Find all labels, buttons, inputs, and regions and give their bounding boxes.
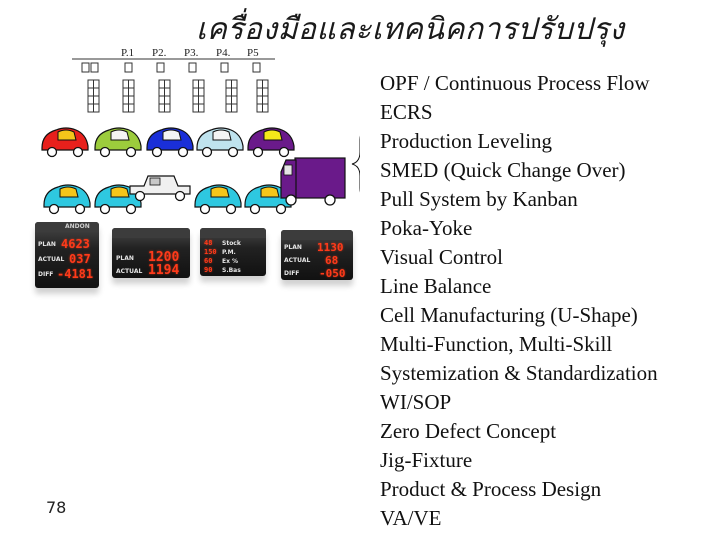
technique-item: OPF / Continuous Process Flow xyxy=(380,71,650,95)
production-line-illustration xyxy=(41,58,360,215)
car-icon xyxy=(43,184,91,215)
andon-row-label: Ex % xyxy=(222,258,239,265)
rack-grid-icon xyxy=(225,79,238,113)
station-icon xyxy=(188,62,197,73)
technique-item: Pull System by Kanban xyxy=(380,187,578,211)
andon-row-value: -050 xyxy=(319,267,346,280)
rack-grid-icon xyxy=(192,79,205,113)
andon-row-value: 90 xyxy=(204,266,213,274)
andon-row-value: 150 xyxy=(204,248,217,256)
process-label-p5: P5 xyxy=(247,47,259,59)
andon-board-2: PLAN 1200 ACTUAL 1194 xyxy=(112,228,190,278)
andon-row-label: P.M. xyxy=(222,249,236,256)
car-icon xyxy=(244,184,292,215)
process-stations xyxy=(81,62,269,113)
andon-board-3: Stock 48 P.M. 150 Ex % 60 S.Bas 90 xyxy=(200,228,266,276)
andon-row-value: 037 xyxy=(69,252,91,266)
technique-item: VA/VE xyxy=(380,506,442,530)
technique-item: Zero Defect Concept xyxy=(380,419,557,443)
andon-board-4: PLAN 1130 ACTUAL 68 DIFF -050 xyxy=(281,230,353,280)
andon-row-value: 1200 xyxy=(148,250,180,265)
andon-row-label: PLAN xyxy=(284,244,302,251)
rack-grid-icon xyxy=(256,79,269,113)
brace-icon xyxy=(351,135,360,193)
technique-item: Multi-Function, Multi-Skill xyxy=(380,332,613,356)
andon-board-header-text: ANDON xyxy=(65,223,90,230)
andon-row-value: 4623 xyxy=(61,237,90,251)
technique-item: SMED (Quick Change Over) xyxy=(380,158,626,182)
technique-item: Jig-Fixture xyxy=(380,448,473,472)
car-icon xyxy=(41,127,89,158)
technique-item: Cell Manufacturing (U-Shape) xyxy=(380,303,638,327)
technique-item: Visual Control xyxy=(380,245,503,269)
station-box-icon xyxy=(81,62,90,73)
andon-board-header xyxy=(35,222,99,232)
technique-item: ECRS xyxy=(380,100,433,124)
truck-illustration xyxy=(280,157,346,206)
slide-title: เครื่องมือและเทคนิคการปรับปรุง xyxy=(196,12,625,47)
andon-row-label: S.Bas xyxy=(222,267,241,274)
station-icon xyxy=(156,62,165,73)
technique-item: Production Leveling xyxy=(380,129,553,153)
andon-row-label: PLAN xyxy=(38,241,56,248)
rack-grid-icon xyxy=(87,79,100,113)
andon-row-label: ACTUAL xyxy=(284,257,311,264)
andon-row-label: Stock xyxy=(222,240,241,247)
andon-row-value: -4181 xyxy=(57,267,94,281)
andon-row-value: 1130 xyxy=(317,241,344,254)
technique-list: OPF / Continuous Process Flow ECRS Produ… xyxy=(380,69,658,533)
car-icon xyxy=(196,127,244,158)
station-box-icon xyxy=(90,62,99,73)
technique-item: WI/SOP xyxy=(380,390,452,414)
station-icon xyxy=(252,62,261,73)
car-icon xyxy=(247,127,295,158)
andon-row-value: 68 xyxy=(325,254,339,267)
andon-board-1: ANDON PLAN 4623 ACTUAL 037 DIFF -4181 xyxy=(35,222,99,288)
andon-row-value: 60 xyxy=(204,257,213,265)
process-label-p4: P4. xyxy=(216,47,231,59)
andon-row-value: 1194 xyxy=(148,263,180,278)
andon-row-label: DIFF xyxy=(284,270,300,277)
technique-item: Poka-Yoke xyxy=(380,216,473,240)
page-number: 78 xyxy=(46,498,67,517)
andon-row-label: PLAN xyxy=(116,255,134,262)
technique-item: Systemization & Standardization xyxy=(380,361,658,385)
andon-row-label: DIFF xyxy=(38,271,54,278)
station-icon xyxy=(220,62,229,73)
car-icon xyxy=(146,127,194,158)
andon-board-header xyxy=(200,228,266,238)
technique-item: Line Balance xyxy=(380,274,492,298)
rack-grid-icon xyxy=(158,79,171,113)
andon-board-header xyxy=(281,230,353,240)
andon-row-value: 48 xyxy=(204,239,213,247)
andon-row-label: ACTUAL xyxy=(38,256,65,263)
station-icon xyxy=(124,62,133,73)
process-label-p2: P2. xyxy=(152,47,167,59)
car-icon xyxy=(94,127,142,158)
andon-board-header xyxy=(112,228,190,238)
rack-grid-icon xyxy=(122,79,135,113)
car-illustrations xyxy=(41,127,295,215)
process-label-p3: P3. xyxy=(184,47,199,59)
technique-item: Product & Process Design xyxy=(380,477,602,501)
process-label-p1: P.1 xyxy=(121,47,135,59)
andon-row-label: ACTUAL xyxy=(116,268,143,275)
pickup-truck-icon xyxy=(129,175,191,202)
car-icon xyxy=(194,184,242,215)
